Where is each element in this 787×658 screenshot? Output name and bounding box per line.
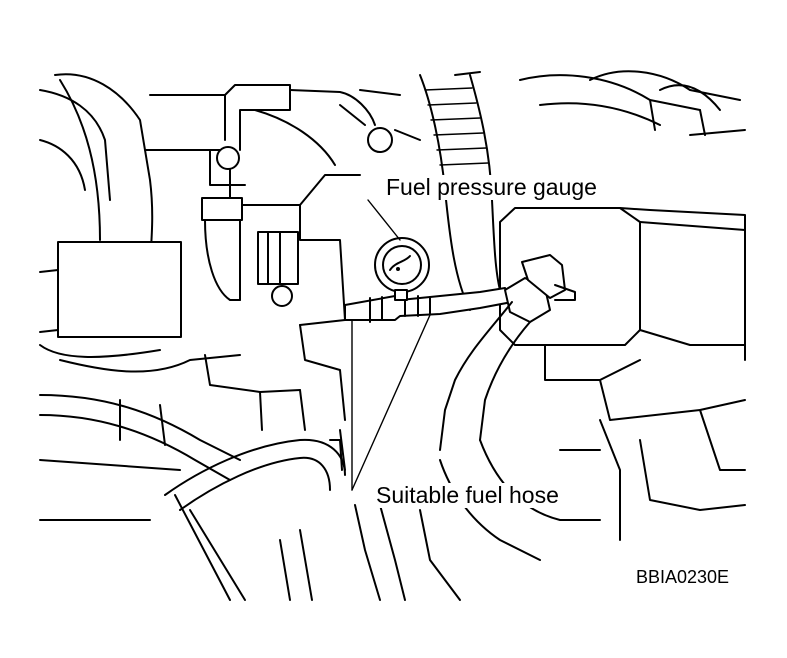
fuel-pressure-gauge-label: Fuel pressure gauge (384, 174, 599, 200)
figure-code: BBIA0230E (636, 567, 730, 587)
lower-right-cover (559, 409, 746, 541)
intake-duct (39, 73, 154, 271)
lower-tubing (39, 324, 346, 601)
lower-middle-pipes (329, 429, 601, 601)
suitable-fuel-hose-label: Suitable fuel hose (374, 482, 561, 508)
air-cleaner-duct (519, 70, 746, 136)
fuel-pressure-gauge (374, 237, 430, 301)
upper-clamp (339, 89, 421, 153)
left-block (39, 241, 182, 358)
fuel-connector (439, 254, 576, 451)
throttle-body-assembly (144, 84, 376, 326)
leader-lines (351, 199, 431, 491)
